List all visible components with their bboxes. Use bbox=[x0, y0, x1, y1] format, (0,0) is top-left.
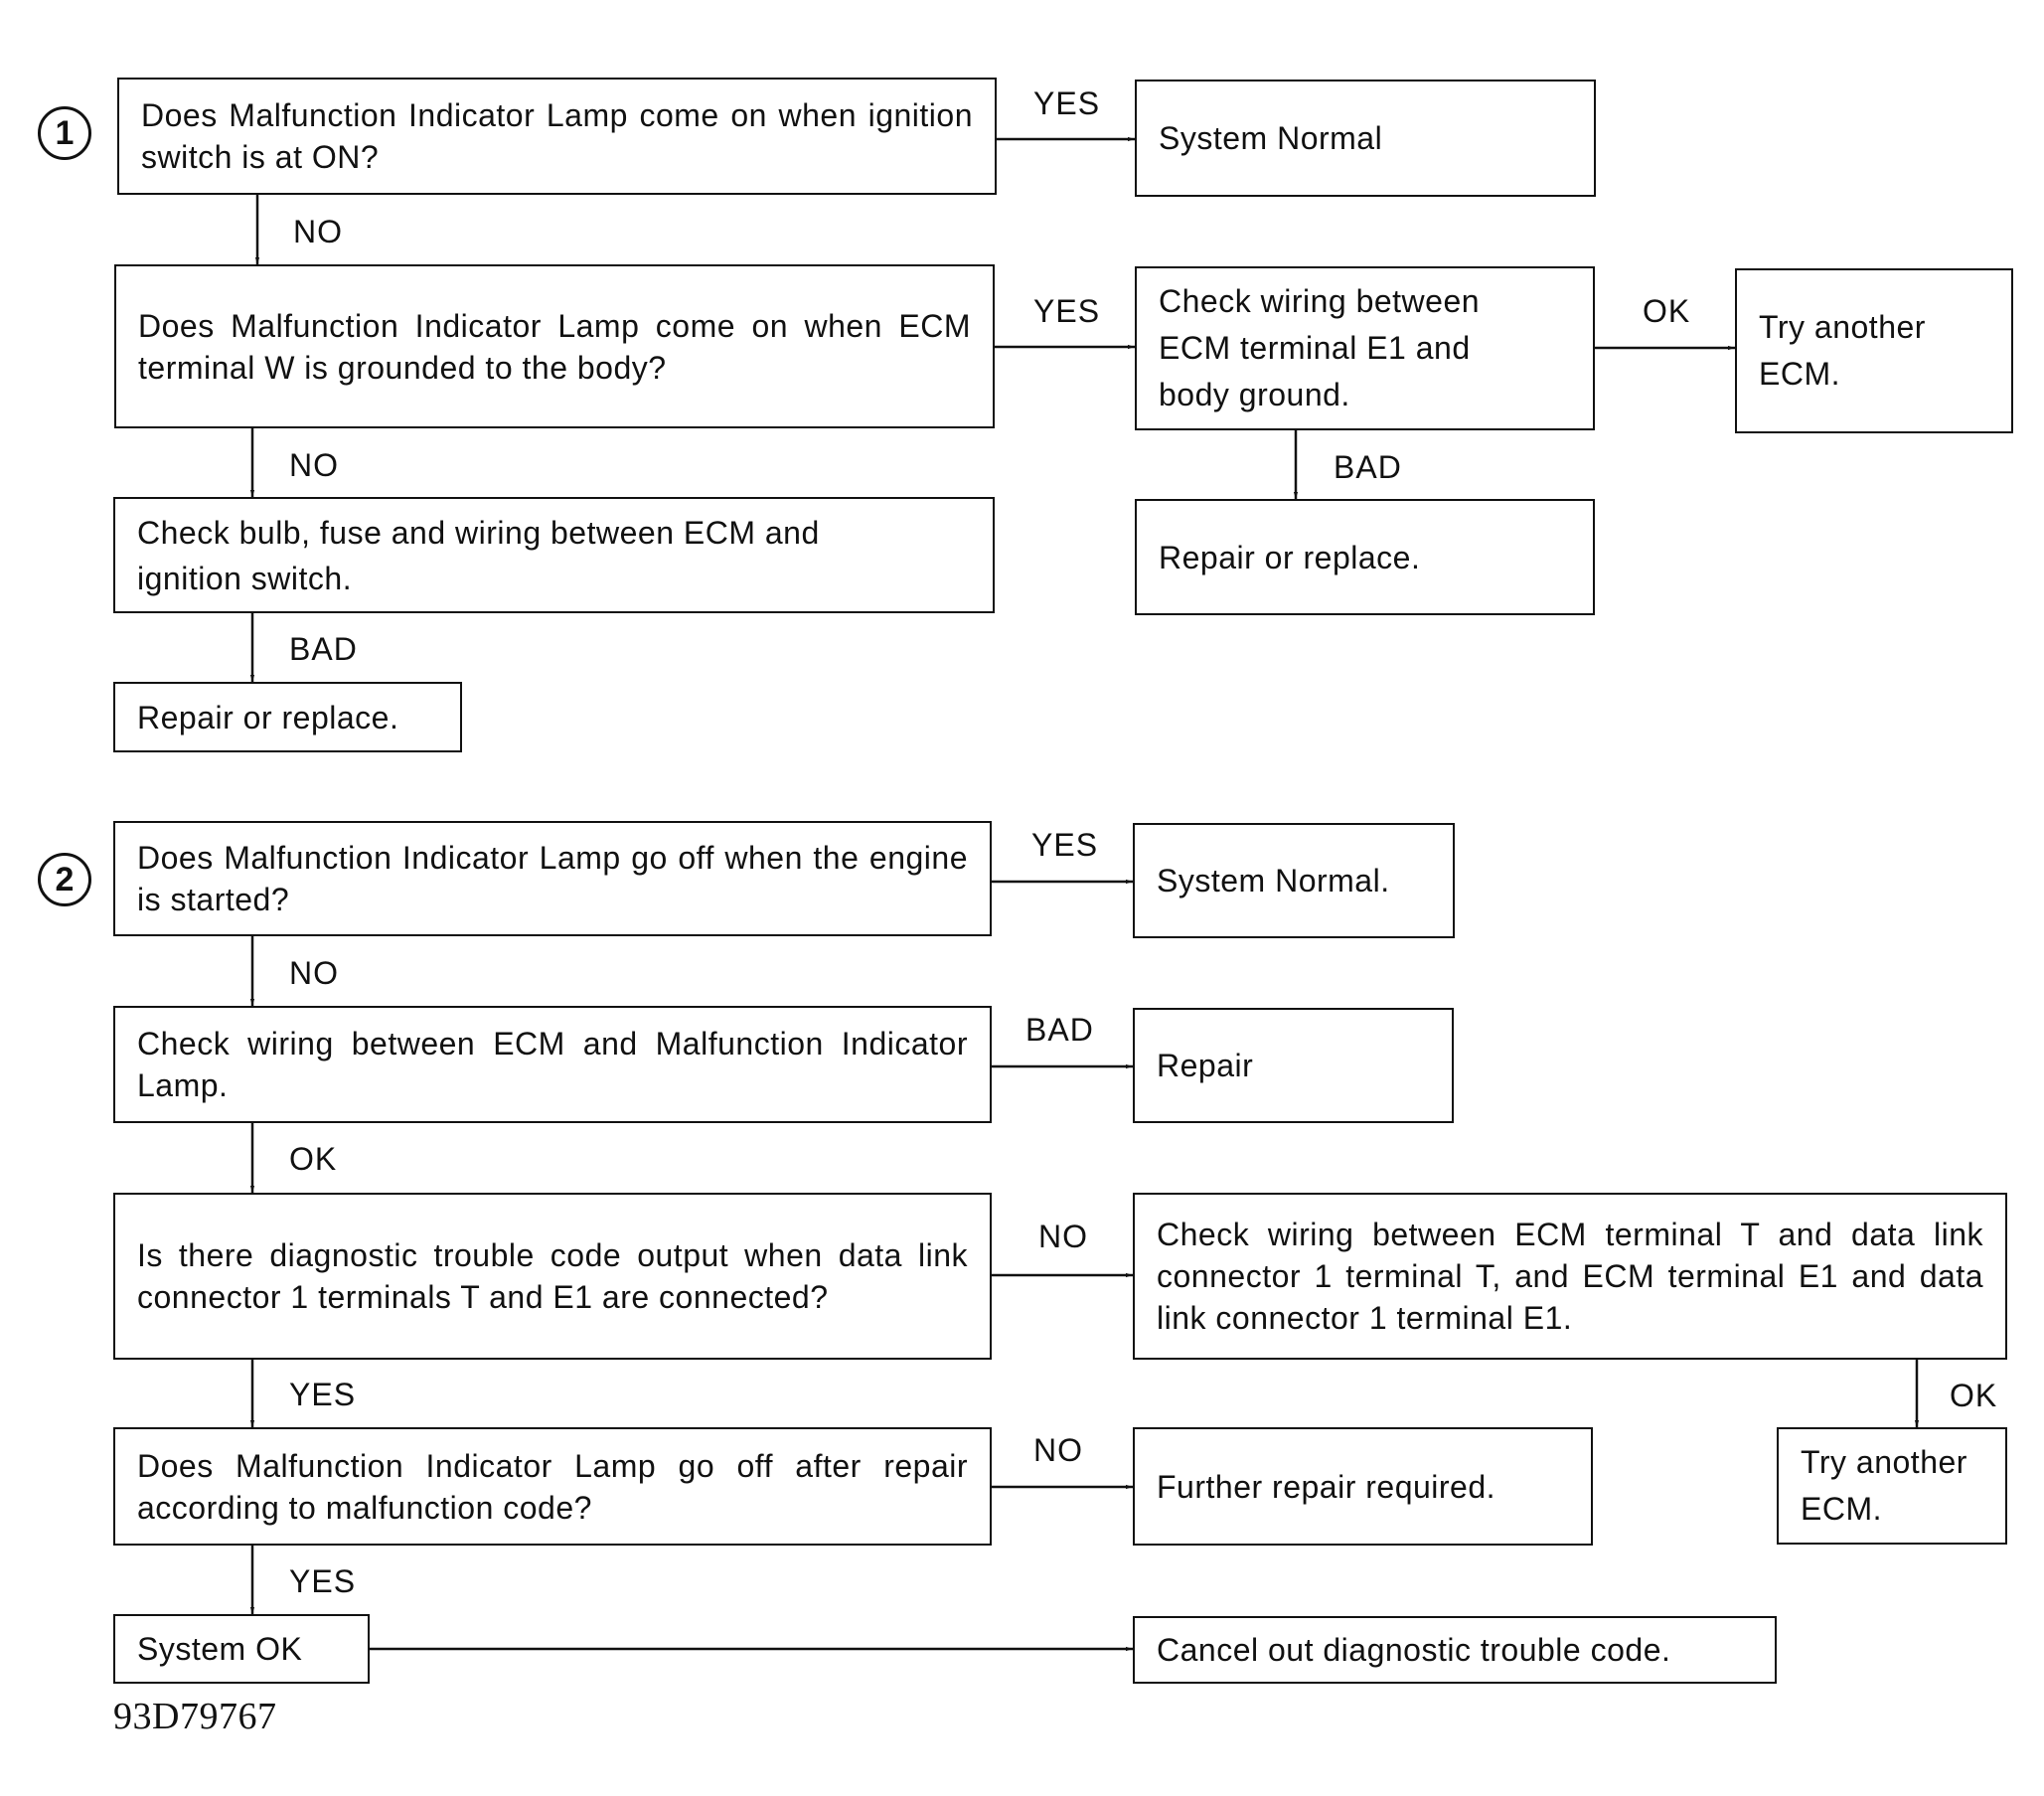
s2-system-normal-box: System Normal. bbox=[1133, 823, 1455, 938]
s1q2-yes-label: YES bbox=[1033, 293, 1101, 329]
s2-try-another-ecm-box: Try another ECM. bbox=[1777, 1427, 2007, 1545]
figure-id: 93D79767 bbox=[113, 1696, 277, 1737]
s2q3-no-label: NO bbox=[1033, 1432, 1083, 1468]
s1-bulb-bad-label: BAD bbox=[289, 631, 358, 667]
s2-further-repair-box: Further repair required. bbox=[1133, 1427, 1593, 1546]
s1-question-ignition-on: Does Malfunction Indicator Lamp come on … bbox=[117, 78, 997, 195]
s2-cancel-code-box: Cancel out diagnostic trouble code. bbox=[1133, 1616, 1777, 1684]
s1-question-terminal-w-grounded: Does Malfunction Indicator Lamp come on … bbox=[114, 264, 995, 428]
s2-question-engine-started: Does Malfunction Indicator Lamp go off w… bbox=[113, 821, 992, 936]
s2-check2-ok-label: OK bbox=[1950, 1378, 1998, 1413]
s2-system-ok-box: System OK bbox=[113, 1614, 370, 1684]
s2q3-yes-label: YES bbox=[289, 1563, 357, 1599]
s1q2-no-label: NO bbox=[289, 447, 339, 483]
s2q2-yes-label: YES bbox=[289, 1377, 357, 1412]
s2-check1-bad-label: BAD bbox=[1025, 1012, 1094, 1048]
section-1-marker: 1 bbox=[38, 106, 91, 160]
s2-question-off-after-repair: Does Malfunction Indicator Lamp go off a… bbox=[113, 1427, 992, 1546]
s2-check1-ok-label: OK bbox=[289, 1141, 338, 1177]
s2q1-no-label: NO bbox=[289, 955, 339, 991]
s1-try-another-ecm-box: Try another ECM. bbox=[1735, 268, 2013, 433]
s2-check-wiring-lamp-box: Check wiring between ECM and Malfunction… bbox=[113, 1006, 992, 1123]
s2-check-dlc-wiring-box: Check wiring between ECM terminal T and … bbox=[1133, 1193, 2007, 1360]
s2q1-yes-label: YES bbox=[1031, 827, 1099, 863]
section-2-marker: 2 bbox=[38, 853, 91, 906]
s2-repair-box: Repair bbox=[1133, 1008, 1454, 1123]
s1-repair-or-replace-left-box: Repair or replace. bbox=[113, 682, 462, 752]
s1-check-bad-label: BAD bbox=[1334, 449, 1402, 485]
s1-check-bulb-fuse-box: Check bulb, fuse and wiring between ECM … bbox=[113, 497, 995, 613]
s1-system-normal-box: System Normal bbox=[1135, 80, 1596, 197]
s1-repair-or-replace-right-box: Repair or replace. bbox=[1135, 499, 1595, 615]
s1q1-yes-label: YES bbox=[1033, 85, 1101, 121]
s2-question-trouble-code-output: Is there diagnostic trouble code output … bbox=[113, 1193, 992, 1360]
s1q1-no-label: NO bbox=[293, 214, 343, 249]
s1-check-e1-ground-box: Check wiring between ECM terminal E1 and… bbox=[1135, 266, 1595, 430]
s1-check-ok-label: OK bbox=[1643, 293, 1691, 329]
s2q2-no-label: NO bbox=[1038, 1219, 1088, 1254]
